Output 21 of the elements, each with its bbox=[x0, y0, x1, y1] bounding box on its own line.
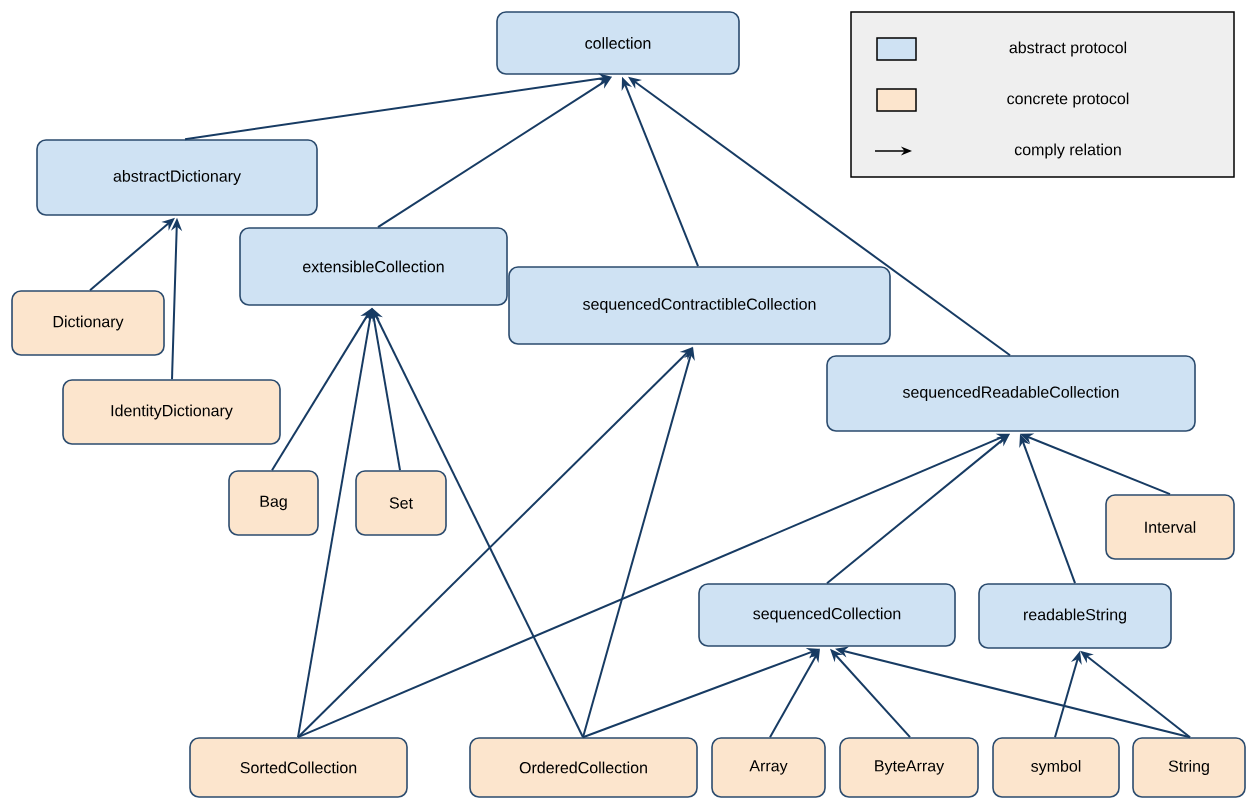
protocol-box: Interval bbox=[1105, 494, 1235, 560]
protocol-box: ByteArray bbox=[839, 737, 979, 798]
protocol-box: String bbox=[1132, 737, 1246, 798]
legend-label: concrete protocol bbox=[1007, 92, 1129, 108]
protocol-box: readableString bbox=[978, 583, 1172, 649]
protocol-box: OrderedCollection bbox=[469, 737, 698, 798]
protocol-box: Array bbox=[711, 737, 826, 798]
legend-label: comply relation bbox=[1014, 143, 1121, 159]
legend-label: abstract protocol bbox=[1009, 41, 1127, 57]
protocol-box: extensibleCollection bbox=[239, 227, 508, 306]
protocol-box: Bag bbox=[228, 470, 319, 536]
protocol-box: sequencedContractibleCollection bbox=[508, 266, 891, 345]
protocol-box: abstractDictionary bbox=[36, 139, 318, 216]
protocol-box: IdentityDictionary bbox=[62, 379, 281, 445]
protocol-box: SortedCollection bbox=[189, 737, 408, 798]
protocol-box: sequencedCollection bbox=[698, 583, 956, 647]
protocol-box: collection bbox=[496, 11, 740, 75]
protocol-box: Set bbox=[355, 470, 447, 536]
protocol-box: symbol bbox=[992, 737, 1120, 798]
protocol-box: sequencedReadableCollection bbox=[826, 355, 1196, 432]
protocol-box: Dictionary bbox=[11, 290, 165, 356]
